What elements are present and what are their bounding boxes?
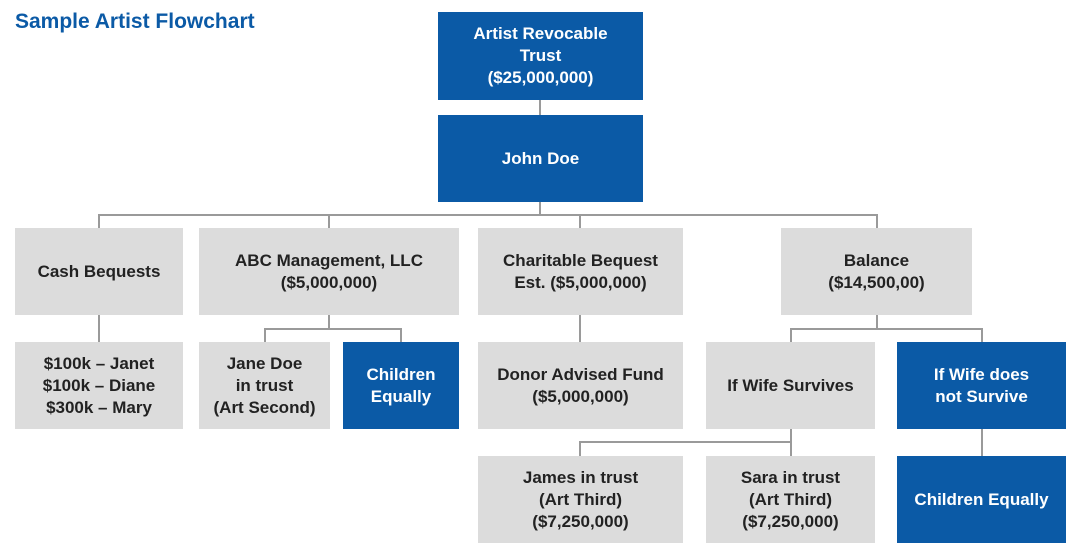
connector-level2-bar [98,214,878,216]
connector-to-james [579,441,581,456]
node-children-equally-abc: Children Equally [343,342,459,429]
node-balance: Balance ($14,500,00) [781,228,972,315]
connector-abc-down [328,315,330,329]
page-title: Sample Artist Flowchart [15,10,255,33]
node-if-wife-not-survive: If Wife does not Survive [897,342,1066,429]
connector-heirs-bar [579,441,792,443]
node-john-doe: John Doe [438,115,643,202]
connector-charitable-donor [579,315,581,342]
connector-to-cash [98,214,100,228]
connector-to-sara [790,441,792,456]
node-children-equally-final: Children Equally [897,456,1066,543]
connector-to-children-abc [400,328,402,342]
connector-wife-not-children [981,429,983,456]
connector-to-charitable [579,214,581,228]
connector-balance-bar [790,328,983,330]
connector-trust-john [539,100,541,115]
connector-balance-down [876,315,878,329]
node-jane-doe-trust: Jane Doe in trust (Art Second) [199,342,330,429]
node-cash-bequests: Cash Bequests [15,228,183,315]
connector-abc-bar [264,328,402,330]
node-if-wife-survives: If Wife Survives [706,342,875,429]
node-sara-trust: Sara in trust (Art Third) ($7,250,000) [706,456,875,543]
connector-to-wife-not [981,328,983,342]
connector-wife-survives-down [790,429,792,442]
connector-to-jane [264,328,266,342]
connector-cash-amounts [98,315,100,342]
node-james-trust: James in trust (Art Third) ($7,250,000) [478,456,683,543]
connector-to-balance [876,214,878,228]
node-artist-revocable-trust: Artist Revocable Trust ($25,000,000) [438,12,643,100]
connector-to-wife-survives [790,328,792,342]
connector-john-down [539,202,541,215]
node-cash-amounts: $100k – Janet $100k – Diane $300k – Mary [15,342,183,429]
node-donor-advised-fund: Donor Advised Fund ($5,000,000) [478,342,683,429]
connector-to-abc [328,214,330,228]
node-abc-management: ABC Management, LLC ($5,000,000) [199,228,459,315]
node-charitable-bequest: Charitable Bequest Est. ($5,000,000) [478,228,683,315]
